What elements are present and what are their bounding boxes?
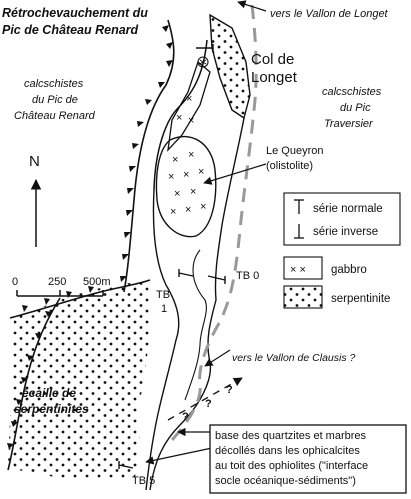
vallon-longet-label: vers le Vallon de Longet <box>270 8 389 20</box>
queyron-label-2: (olistolite) <box>266 160 313 172</box>
serpentinite-ecaille <box>8 280 150 478</box>
gabbro-cross-1: × <box>186 93 192 105</box>
legend-symbol-inverse <box>294 224 304 239</box>
gabbro-cross-2: × <box>176 112 182 124</box>
calcschistes-right-3: Traversier <box>324 118 374 130</box>
legend-box-gabbro <box>283 256 323 280</box>
legend-symbol-normale <box>294 199 304 214</box>
gabbro-strip <box>167 60 211 152</box>
legend: série normale série inverse × × gabbro s… <box>283 192 401 309</box>
clausis-dashed-arrow <box>167 377 243 421</box>
corridor-east-boundary <box>149 117 245 491</box>
calcschistes-right-1: calcschistes <box>322 86 382 98</box>
polarity-markers <box>118 44 226 469</box>
dashed-fault <box>170 4 258 442</box>
corridor-inner-line <box>184 249 207 401</box>
question-mark-1: ? <box>182 411 189 423</box>
legend-box-series <box>283 192 401 246</box>
tb1-label-2: 1 <box>161 303 167 315</box>
col-marker <box>197 56 209 68</box>
queyron-leader-arrow <box>203 163 267 185</box>
retrochevauchement-title-2: Pic de Château Renard <box>2 23 139 37</box>
ecaille-label-1: écaille de <box>22 386 76 400</box>
tb0-label: TB 0 <box>236 270 259 282</box>
col-de-longet-2: Longet <box>251 69 298 86</box>
vallon-clausis-label: vers le Vallon de Clausis ? <box>232 352 355 364</box>
note-box: base des quartzites et marbres décollés … <box>209 424 407 494</box>
queyron-gabbro-crosses: ×× ××× ×× ××× <box>168 149 206 218</box>
corridor-west-boundary <box>145 189 180 491</box>
legend-gabbro: gabbro <box>331 264 367 276</box>
vallon-longet-arrow <box>237 0 267 12</box>
tb1-label-1: TB <box>156 289 170 301</box>
scale-250: 250 <box>48 276 66 288</box>
retrochevauchement-fault <box>120 19 175 293</box>
question-mark-2: ? <box>205 398 212 410</box>
vallon-clausis-arrow <box>204 349 231 367</box>
gabbro-cross-3: × <box>188 115 194 127</box>
svg-text:×: × <box>185 204 191 216</box>
svg-text:×: × <box>168 171 174 183</box>
queyron-label-1: Le Queyron <box>266 145 323 157</box>
legend-box-serpentinite <box>283 285 323 309</box>
ecaille-thrust-fault <box>7 279 151 471</box>
north-label: N <box>29 153 40 170</box>
tb5-label: TB 5 <box>132 475 155 487</box>
svg-text:×: × <box>188 149 194 161</box>
question-mark-3: ? <box>226 384 233 396</box>
svg-text:×: × <box>190 186 196 198</box>
svg-text:×: × <box>183 169 189 181</box>
calcschistes-left-2: du Pic de <box>32 94 78 106</box>
scale-bar <box>16 290 104 297</box>
ecaille-label-2: serpentinites <box>14 402 89 416</box>
serpentinite-col-de-longet <box>209 13 251 120</box>
scale-0: 0 <box>12 276 18 288</box>
col-de-longet-1: Col de <box>251 51 294 68</box>
svg-text:×: × <box>172 154 178 166</box>
legend-serie-normale: série normale <box>313 203 383 215</box>
svg-text:×: × <box>174 188 180 200</box>
legend-serpentinite: serpentinite <box>331 293 390 305</box>
legend-gabbro-crosses: × × <box>290 264 306 276</box>
note-line-4: socle océanique-sédiments") <box>215 475 356 487</box>
svg-text:×: × <box>200 201 206 213</box>
queyron-olistolite <box>155 135 217 238</box>
retrochevauchement-title-1: Rétrochevauchement du <box>2 6 148 20</box>
svg-text:×: × <box>198 166 204 178</box>
calcschistes-right-2: du Pic <box>340 102 371 114</box>
note-line-2: décollés dans les ophicalcites <box>215 445 360 457</box>
note-line-1: base des quartzites et marbres <box>215 430 367 442</box>
legend-serie-inverse: série inverse <box>313 226 378 238</box>
svg-text:×: × <box>170 206 176 218</box>
note-line-3: au toit des ophiolites ("interface <box>215 460 368 472</box>
note-arrow-2 <box>145 447 213 465</box>
calcschistes-left-1: calcschistes <box>24 78 84 90</box>
scale-500m: 500m <box>83 276 111 288</box>
calcschistes-left-3: Château Renard <box>14 110 96 122</box>
